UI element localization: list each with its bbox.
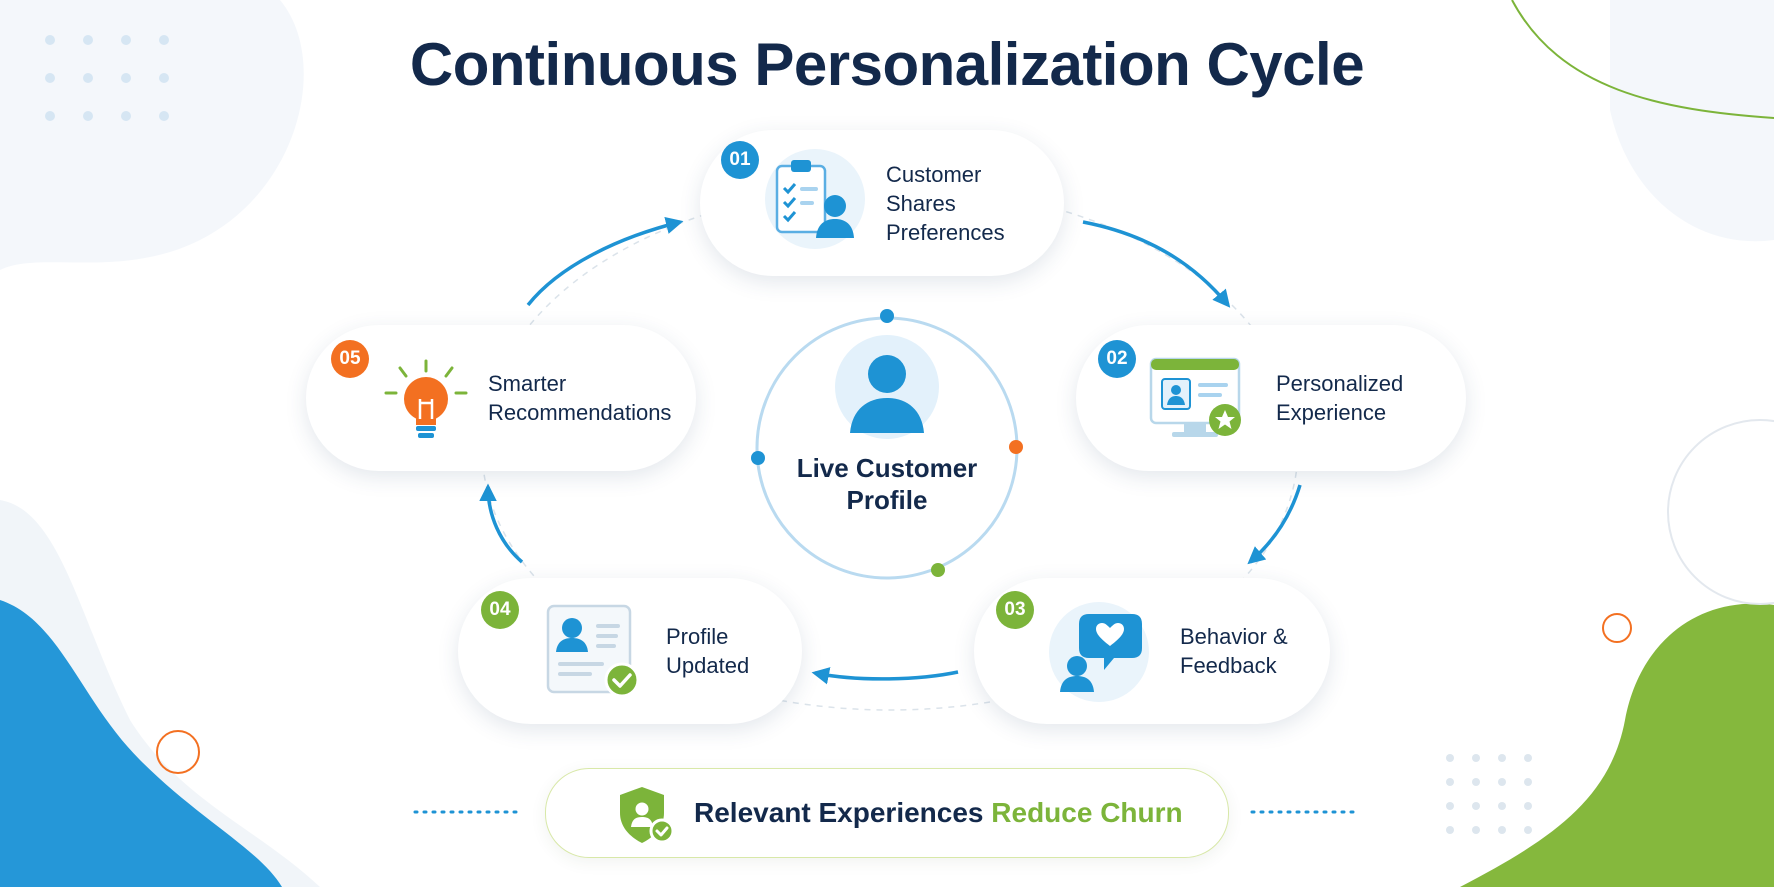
step-badge-03: 03 [996,591,1034,629]
orbit-dot-bottom [931,563,945,577]
orbit-dot-right [1009,440,1023,454]
step-card-05: Smarter Recommendations [306,325,696,471]
step-label-05: Smarter Recommendations [488,371,672,425]
step-badge-05: 05 [331,340,369,378]
orbit-dot-top [880,309,894,323]
step-badge-04: 04 [481,591,519,629]
banner-text-prefix: Relevant Experiences [694,797,992,828]
step-label-01: Customer Shares Preferences [886,162,1005,245]
lightbulb-icon [384,359,468,438]
step-label-02: Personalized Experience [1276,371,1404,425]
user-avatar-icon [850,355,924,433]
step-card-02: Personalized Experience [1076,325,1466,471]
arrow-1-to-2 [1082,220,1231,308]
dot-grid-top-left [45,35,169,121]
profile-card-check-icon [546,604,640,698]
arrow-4-to-5 [479,483,524,564]
step-card-01: Customer Shares Preferences [700,130,1064,276]
shield-user-check-icon [620,787,675,844]
orbit-dot-left [751,451,765,465]
step-card-03: Behavior & Feedback [974,578,1330,724]
banner-text-highlight: Reduce Churn [991,797,1183,828]
arrow-3-to-4 [811,667,959,685]
step-badge-01: 01 [721,141,759,179]
step-label-03: Behavior & Feedback [1180,624,1288,678]
page-title: Continuous Personalization Cycle [409,31,1365,98]
arrow-5-to-1 [526,216,684,307]
arrow-2-to-3 [1247,484,1302,565]
step-badge-02: 02 [1098,340,1136,378]
user-heart-chat-icon [1049,602,1149,702]
clipboard-user-icon [765,149,865,249]
step-label-04: Profile Updated [666,624,750,678]
summary-banner: Relevant Experiences Reduce Churn [545,768,1229,858]
center-profile-label: Live Customer Profile [796,453,978,515]
dot-grid-bottom-right [1446,754,1532,834]
monitor-profile-star-icon [1149,357,1241,437]
banner-text: Relevant Experiences Reduce Churn [694,797,1183,829]
